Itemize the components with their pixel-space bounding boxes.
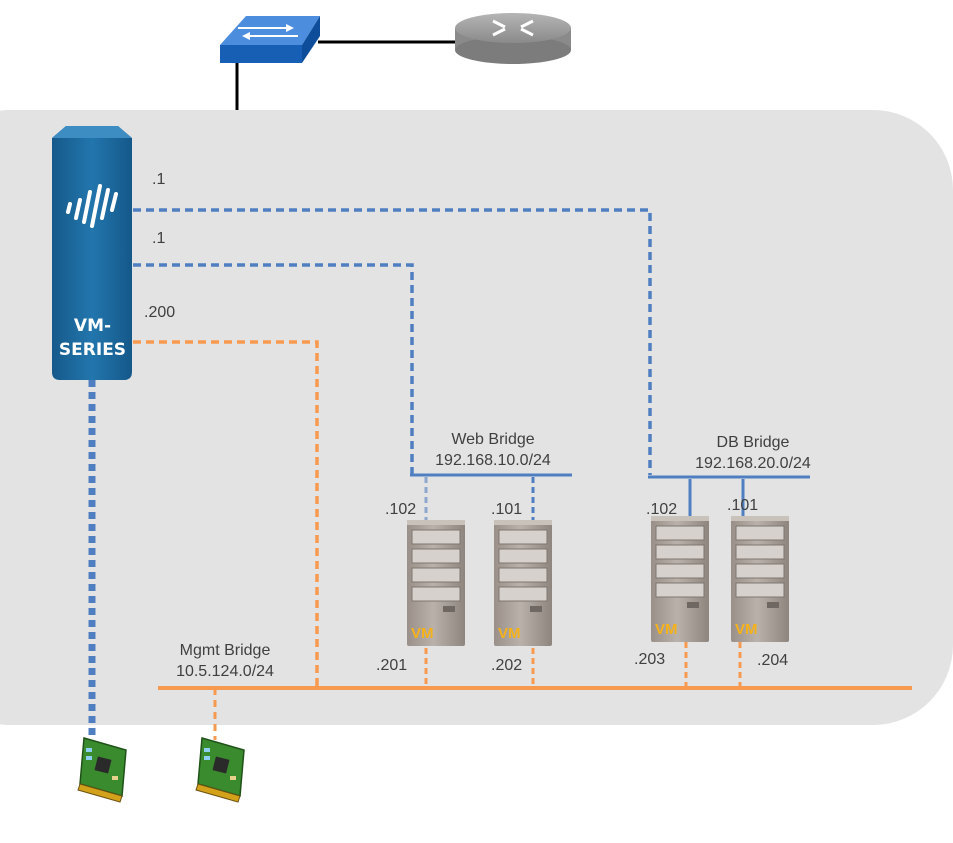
server-2-data-ip: .101: [491, 501, 523, 518]
network-card-icon: [77, 737, 127, 803]
server-4-vm-badge: VM: [735, 621, 758, 638]
db-bridge-name: DB Bridge: [716, 434, 790, 451]
server-3-data-ip: .102: [646, 501, 678, 518]
link-fw-to-web-bridge: [133, 263, 414, 475]
link-fw-to-db-bridge: [133, 208, 652, 475]
host-boundary: [0, 110, 953, 725]
switch-icon: [220, 16, 320, 63]
firewall-label-line2: SERIES: [58, 340, 127, 360]
server-1-vm-badge: VM: [411, 625, 434, 642]
firewall-label-line1: VM-: [73, 316, 112, 336]
web-bridge-subnet: 192.168.10.0/24: [435, 452, 551, 469]
paloalto-logo-icon: [66, 184, 118, 228]
server-4-data-ip: .101: [727, 497, 759, 514]
fw-interface-ip-mid: .1: [152, 230, 166, 247]
link-fw-to-mgmt-bridge: [133, 340, 319, 688]
fw-interface-ip-top: .1: [152, 171, 166, 188]
server-1-data-ip: .102: [385, 501, 417, 518]
server-3-mgmt-ip: .203: [634, 651, 666, 668]
server-2-vm-badge: VM: [498, 625, 521, 642]
server-4-mgmt-ip: .204: [757, 652, 789, 669]
mgmt-bridge-name: Mgmt Bridge: [179, 642, 271, 659]
fw-interface-ip-mgmt: .200: [144, 304, 176, 321]
mgmt-bridge-subnet: 10.5.124.0/24: [176, 663, 274, 680]
web-bridge-name: Web Bridge: [451, 431, 535, 448]
server-2-mgmt-ip: .202: [491, 657, 523, 674]
server-3-vm-badge: VM: [655, 621, 678, 638]
router-icon: [455, 13, 571, 64]
db-bridge-subnet: 192.168.20.0/24: [695, 455, 811, 472]
server-1-mgmt-ip: .201: [376, 657, 408, 674]
vm-series-firewall: [52, 126, 132, 380]
network-card-icon: [195, 737, 245, 803]
